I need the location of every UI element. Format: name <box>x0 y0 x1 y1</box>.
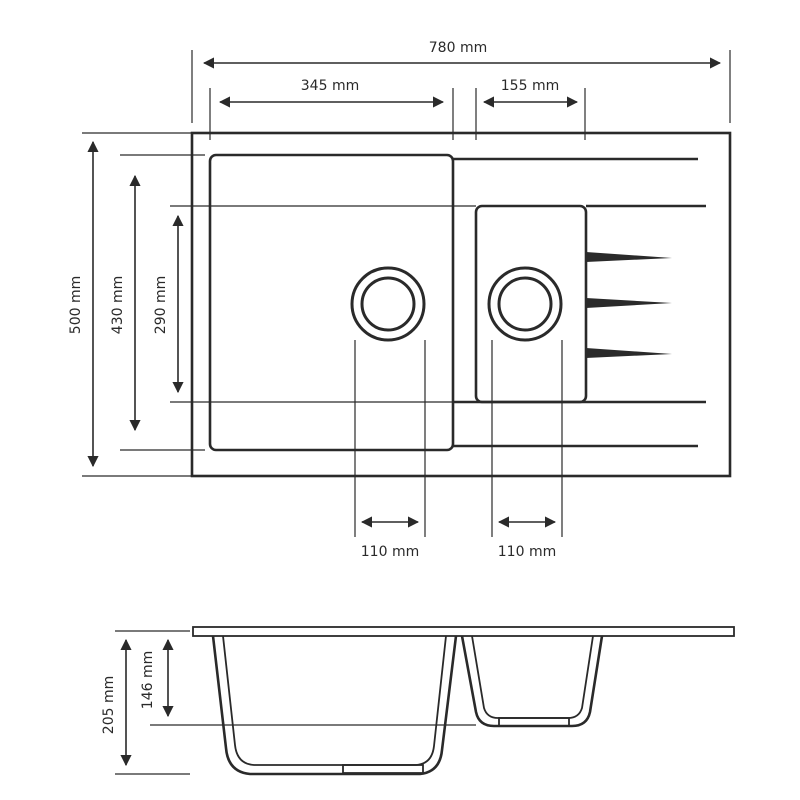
large-bowl <box>208 153 455 452</box>
dim-large-bowl-height: 205 mm <box>101 630 190 775</box>
dim-large-drain: 110 mm <box>354 340 426 560</box>
sink-outline <box>190 131 732 478</box>
dim-overall-depth: 500 mm <box>68 132 192 477</box>
large-drain-inner <box>360 276 416 332</box>
large-bowl-height-label: 205 mm <box>101 676 117 734</box>
top-view <box>190 131 732 478</box>
small-bowl-depth-label: 290 mm <box>153 276 169 334</box>
small-drain-outer <box>487 266 563 342</box>
small-drain-inner <box>497 276 553 332</box>
drainer-groove-1 <box>586 252 672 262</box>
dim-small-bowl-depth: 290 mm <box>153 205 476 403</box>
overall-width-label: 780 mm <box>429 40 487 56</box>
large-bowl-drain-base <box>342 764 424 774</box>
drainer-groove-3 <box>586 348 672 358</box>
side-rim <box>192 626 735 637</box>
dim-small-bowl-height: 146 mm <box>140 638 476 726</box>
dim-overall-width: 780 mm <box>191 40 731 123</box>
bowl-depth-label: 430 mm <box>110 276 126 334</box>
small-drain-label: 110 mm <box>498 544 556 560</box>
dim-bowl-depth: 430 mm <box>110 154 205 451</box>
large-bowl-width-label: 345 mm <box>301 78 359 94</box>
dim-small-bowl-width: 155 mm <box>475 78 586 140</box>
dim-small-drain: 110 mm <box>491 340 563 560</box>
large-bowl-profile-outer <box>211 635 458 776</box>
dim-large-bowl-width: 345 mm <box>209 78 454 140</box>
large-bowl-profile-inner <box>222 635 447 766</box>
overall-depth-label: 500 mm <box>68 276 84 334</box>
drainer-groove-2 <box>586 298 672 308</box>
large-drain-label: 110 mm <box>361 544 419 560</box>
small-bowl-width-label: 155 mm <box>501 78 559 94</box>
small-bowl-profile-inner <box>471 635 594 719</box>
large-drain-outer <box>350 266 426 342</box>
small-bowl-height-label: 146 mm <box>140 651 156 709</box>
small-bowl-drain-base <box>498 717 570 727</box>
side-view <box>192 626 735 776</box>
